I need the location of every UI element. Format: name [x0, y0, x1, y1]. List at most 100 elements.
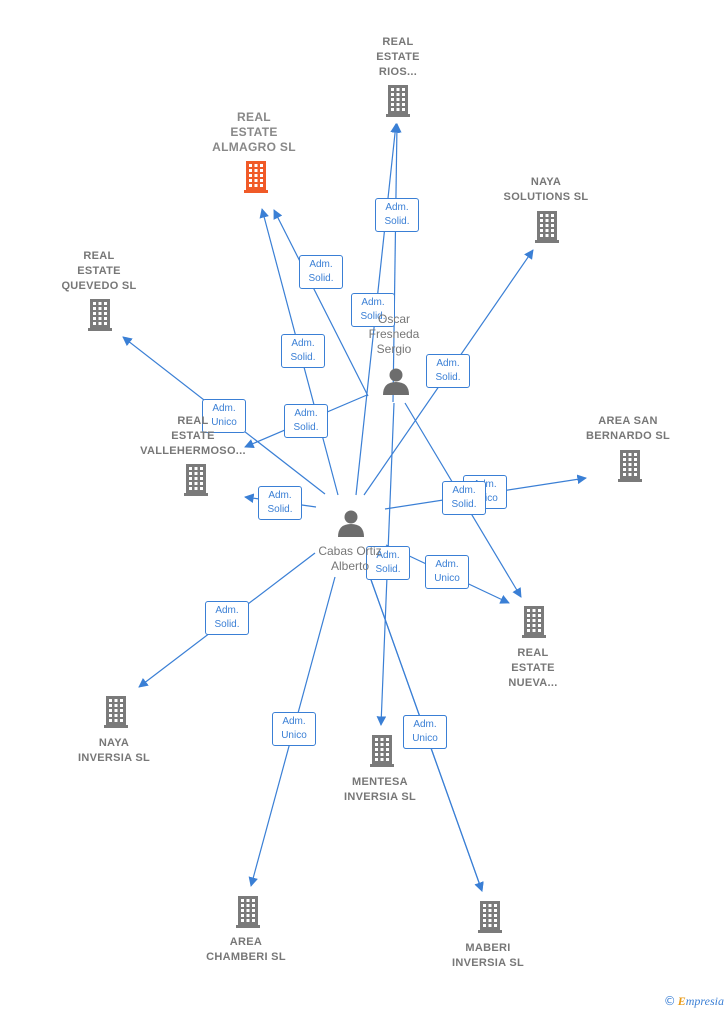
person-icon[interactable] [383, 368, 409, 396]
company-label-line: BERNARDO SL [586, 430, 670, 442]
edge-label-line: Solid. [375, 564, 401, 575]
edge-label[interactable]: Adm.Solid. [351, 293, 395, 327]
edge-label-line: Adm. [361, 297, 385, 308]
brand-initial: E [677, 994, 686, 1008]
edge-label-line: Adm. [212, 403, 236, 414]
company-label-line: REAL [382, 36, 414, 48]
building-icon[interactable] [244, 161, 268, 193]
building-icon[interactable] [535, 211, 559, 243]
edge-label-line: Solid. [267, 504, 293, 515]
edge-label-line: Adm. [436, 358, 460, 369]
building-icon[interactable] [370, 735, 394, 767]
company-label-line: REAL [177, 415, 209, 427]
company-label[interactable]: MABERI INVERSIA SL [452, 941, 524, 971]
brand-name: mpresia [685, 994, 724, 1008]
edge-label[interactable]: Adm. Solid. [366, 546, 410, 580]
edge-label[interactable]: Adm.Solid. [299, 255, 343, 289]
edge-label-line: Adm. [413, 719, 437, 730]
edge-label[interactable]: Adm. Solid. [281, 334, 325, 368]
person-label-line: Sergio [376, 342, 412, 356]
company-label[interactable]: AREA CHAMBERI SL [206, 935, 286, 965]
edge-label-line: Adm. [282, 716, 306, 727]
company-label-line: SOLUTIONS SL [503, 191, 589, 203]
edge-label-line: Unico [211, 417, 237, 428]
edge-label[interactable]: Adm. Solid. [426, 354, 470, 388]
edge-label-line: Unico [434, 573, 460, 584]
building-icon[interactable] [478, 901, 502, 933]
edge-label-line: Solid. [451, 499, 477, 510]
building-icon[interactable] [522, 606, 546, 638]
edge-label-line: Adm. [268, 490, 292, 501]
edge-label-line: Solid. [290, 352, 316, 363]
company-label-line: AREA SAN [598, 415, 658, 427]
edge-label[interactable]: Adm. Unico [202, 399, 246, 433]
edge-label[interactable]: Adm. Unico [272, 712, 316, 746]
edge-label-line: Solid. [384, 216, 410, 227]
edge-label-line: Unico [281, 730, 307, 741]
edge-label[interactable]: Adm. Solid. [375, 198, 419, 232]
edge-label[interactable]: Adm. Unico [403, 715, 447, 749]
person-icon[interactable] [338, 510, 364, 538]
company-label-line: ESTATE [230, 125, 278, 139]
edge-label[interactable]: Adm. Solid. [258, 486, 302, 520]
building-icon[interactable] [88, 299, 112, 331]
company-label-line: INVERSIA SL [78, 752, 150, 764]
edge-label-line: Adm. [435, 559, 459, 570]
building-icon[interactable] [184, 464, 208, 496]
edge-label[interactable]: Adm. Solid. [205, 601, 249, 635]
edge-line-p_oscar-c_almagro [273, 209, 369, 397]
company-label-line: NAYA [530, 176, 562, 188]
company-label-line: ALMAGRO SL [212, 140, 296, 154]
company-label-line: AREA [229, 936, 263, 948]
company-label-line: REAL [237, 110, 271, 124]
person-label-line: Oscar [377, 312, 411, 326]
building-icon[interactable] [618, 450, 642, 482]
company-label[interactable]: NAYA INVERSIA SL [78, 736, 150, 766]
edge-label-line: Adm. [294, 408, 318, 419]
company-label-line: ESTATE [511, 662, 555, 674]
edge-label-line: Adm. [309, 259, 333, 270]
edge-label-line: Solid. [435, 372, 461, 383]
company-label-line: INVERSIA SL [344, 791, 416, 803]
edge-label-line: Adm. [291, 338, 315, 349]
edge-label[interactable]: Adm. Solid. [284, 404, 328, 438]
edge-label-line: Unico [412, 733, 438, 744]
edge-label[interactable]: Adm. Solid. [442, 481, 486, 515]
company-label-line: MENTESA [352, 776, 408, 788]
company-label-line: CHAMBERI SL [206, 951, 286, 963]
edge-label-line: Adm. [376, 550, 400, 561]
edge-line-p_oscar-c_rios [392, 123, 402, 403]
building-icon[interactable] [104, 696, 128, 728]
edge-label[interactable]: Adm. Unico [425, 555, 469, 589]
building-icon[interactable] [236, 896, 260, 928]
company-label-line: VALLEHERMOSO... [140, 445, 246, 457]
edge-label-line: Solid. [214, 619, 240, 630]
company-label[interactable]: REAL ESTATE RIOS... [376, 35, 420, 80]
company-label-line: RIOS... [378, 66, 418, 78]
edge-label-line: Adm. [452, 485, 476, 496]
company-label-line: NUEVA... [508, 677, 558, 689]
company-label-line: ESTATE [376, 51, 420, 63]
company-label-line: NAYA [98, 737, 130, 749]
company-label-line: ESTATE [77, 265, 121, 277]
company-label-line: REAL [83, 250, 115, 262]
building-icon[interactable] [386, 85, 410, 117]
company-label[interactable]: AREA SAN BERNARDO SL [586, 414, 670, 444]
copyright-symbol: © [663, 994, 676, 1008]
company-label-line: MABERI [465, 942, 511, 954]
nodes-layer [88, 85, 642, 933]
edge-label-line: Solid. [293, 422, 319, 433]
company-label[interactable]: NAYA SOLUTIONS SL [504, 175, 589, 205]
edge-label-line: Adm. [385, 202, 409, 213]
person-label-line: Cabas Ortiz [318, 544, 382, 558]
company-label-line: INVERSIA SL [452, 957, 524, 969]
company-label[interactable]: MENTESA INVERSIA SL [344, 775, 416, 805]
edge-label-line: Adm. [215, 605, 239, 616]
